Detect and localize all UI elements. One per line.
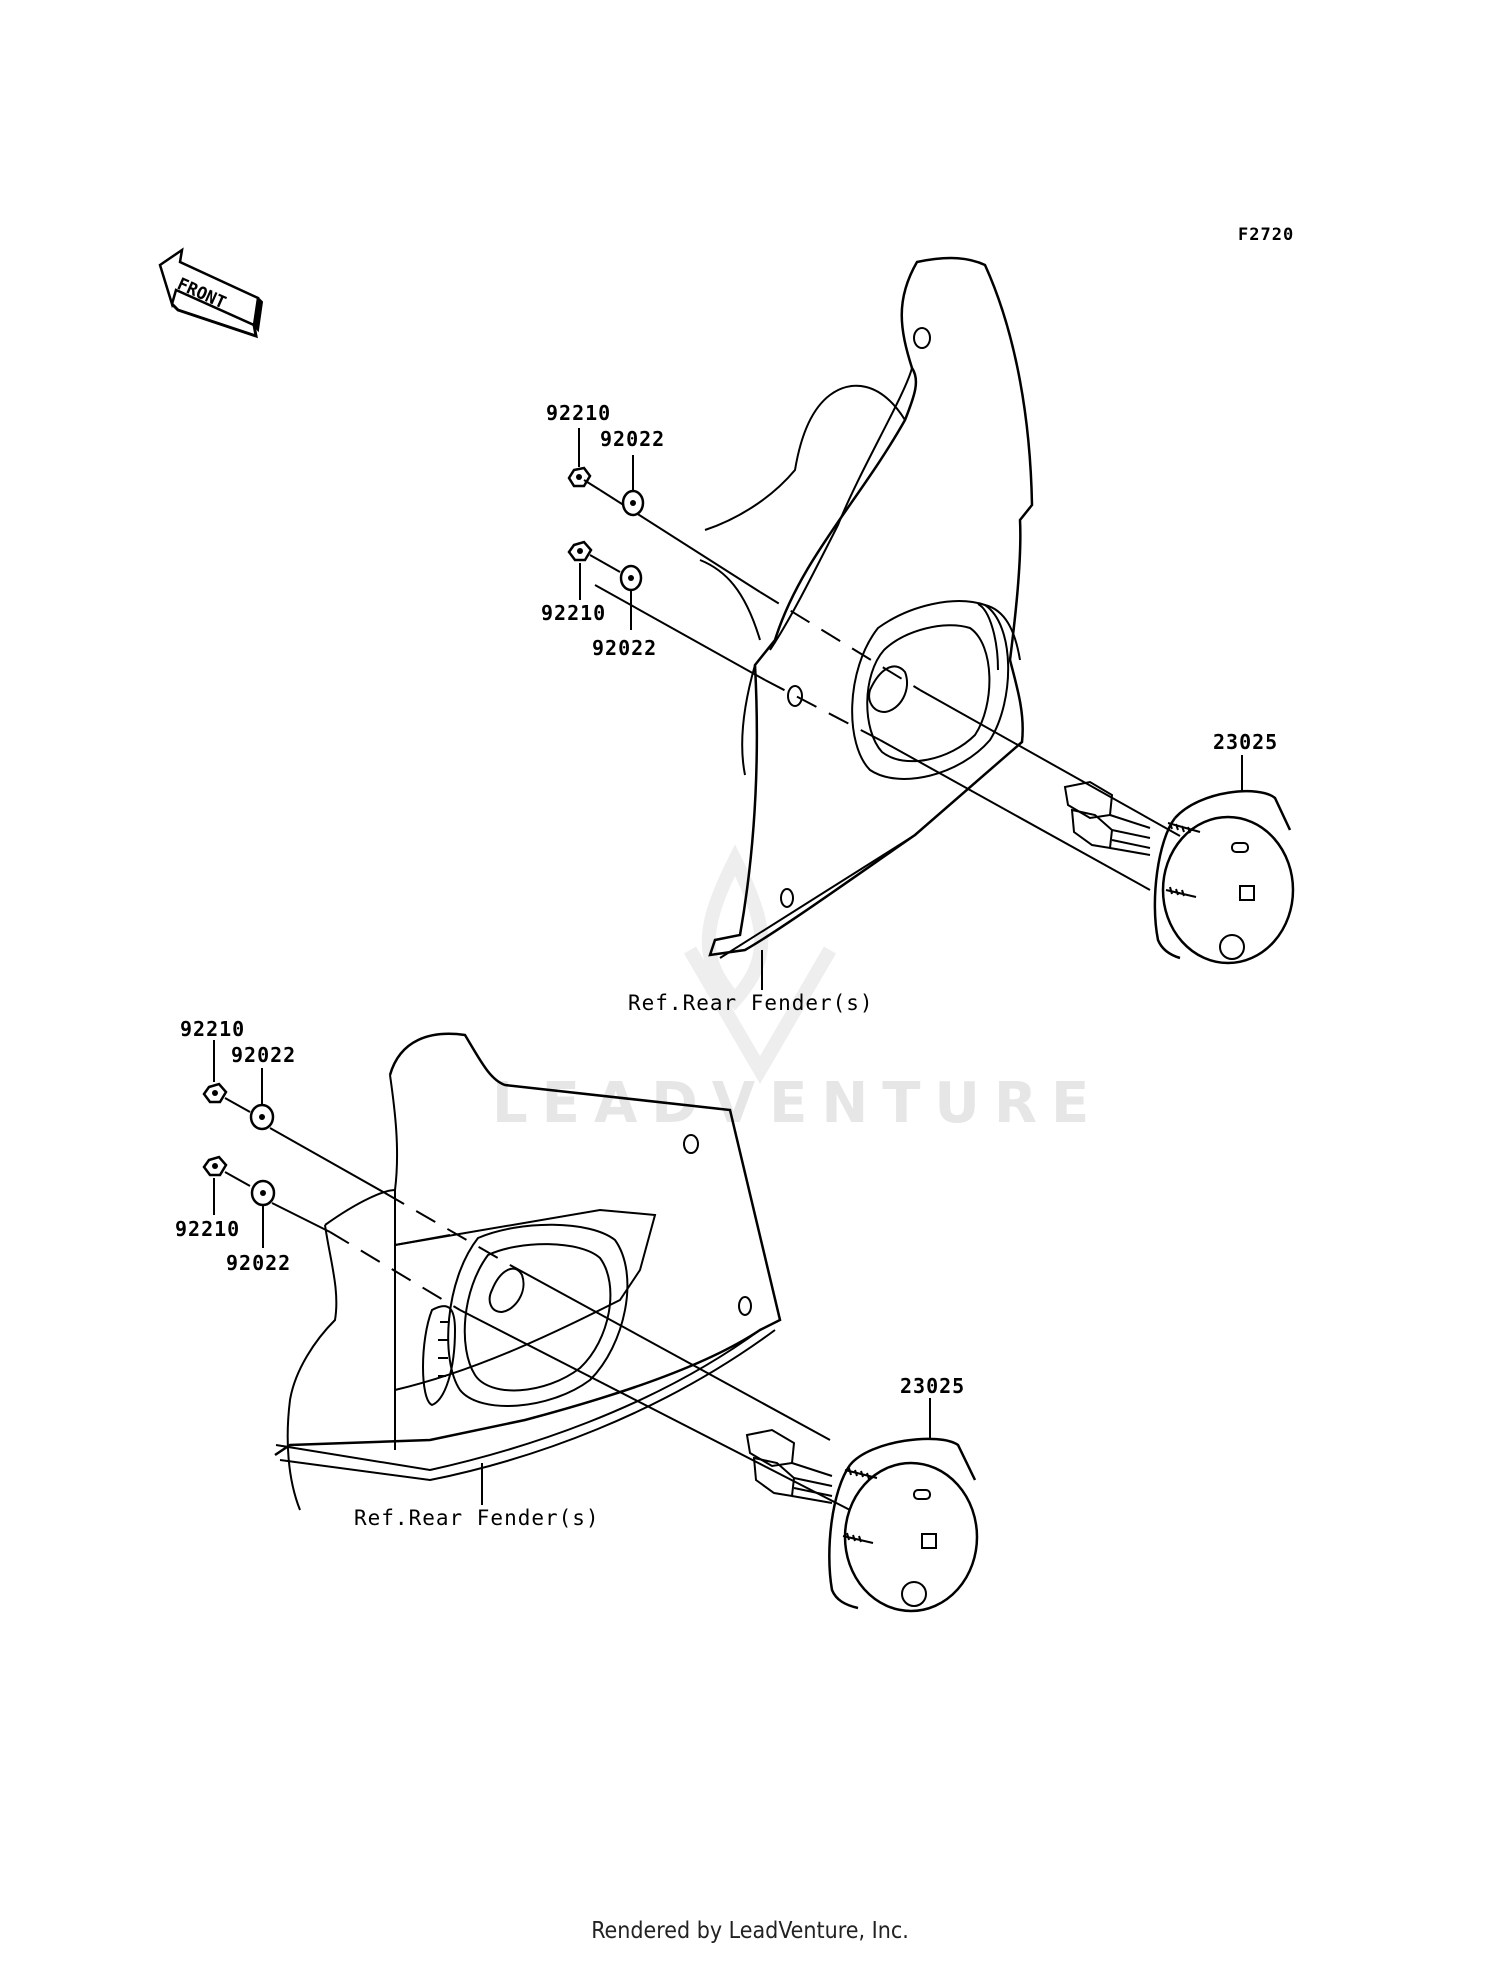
lower-nut-top-icon <box>202 1082 228 1104</box>
upper-nut-bottom-icon <box>567 540 593 562</box>
lower-label-nut-bottom: 92210 <box>175 1217 240 1241</box>
lower-label-light: 23025 <box>900 1374 965 1398</box>
upper-washer-bottom-icon <box>619 564 643 592</box>
lower-label-fender-ref: Ref.Rear Fender(s) <box>354 1506 600 1530</box>
footer-credit: Rendered by LeadVenture, Inc. <box>591 1918 909 1944</box>
lower-label-nut-top: 92210 <box>180 1017 245 1041</box>
lower-washer-bottom-icon <box>250 1179 276 1207</box>
upper-label-fender-ref: Ref.Rear Fender(s) <box>628 991 874 1015</box>
lower-label-washer-top: 92022 <box>231 1043 296 1067</box>
upper-washer-top-icon <box>621 489 645 517</box>
upper-nut-top-icon <box>567 466 592 488</box>
lower-light-icon <box>745 1428 979 1613</box>
upper-label-nut-top: 92210 <box>546 401 611 425</box>
lower-assembly: 92210 92022 92210 92022 23025 Ref.Rear F… <box>175 1017 979 1613</box>
upper-label-nut-bottom: 92210 <box>541 601 606 625</box>
watermark-text: LEADVENTURE <box>492 1071 1103 1136</box>
diagram-code: F2720 <box>1238 225 1294 245</box>
upper-label-light: 23025 <box>1213 730 1278 754</box>
upper-label-washer-bottom: 92022 <box>592 636 657 660</box>
upper-assembly: 92210 92022 92210 92022 23025 Ref.Rear F… <box>541 256 1295 1015</box>
upper-fender-panel <box>699 256 1034 959</box>
front-arrow-icon: FRONT <box>158 247 264 339</box>
watermark: LEADVENTURE <box>492 844 1103 1136</box>
lower-label-washer-bottom: 92022 <box>226 1251 291 1275</box>
upper-light-icon <box>1063 780 1295 965</box>
lower-nut-bottom-icon <box>202 1155 228 1177</box>
upper-label-washer-top: 92022 <box>600 427 665 451</box>
lower-fender-panel <box>274 1032 782 1511</box>
lower-washer-top-icon <box>249 1103 275 1131</box>
